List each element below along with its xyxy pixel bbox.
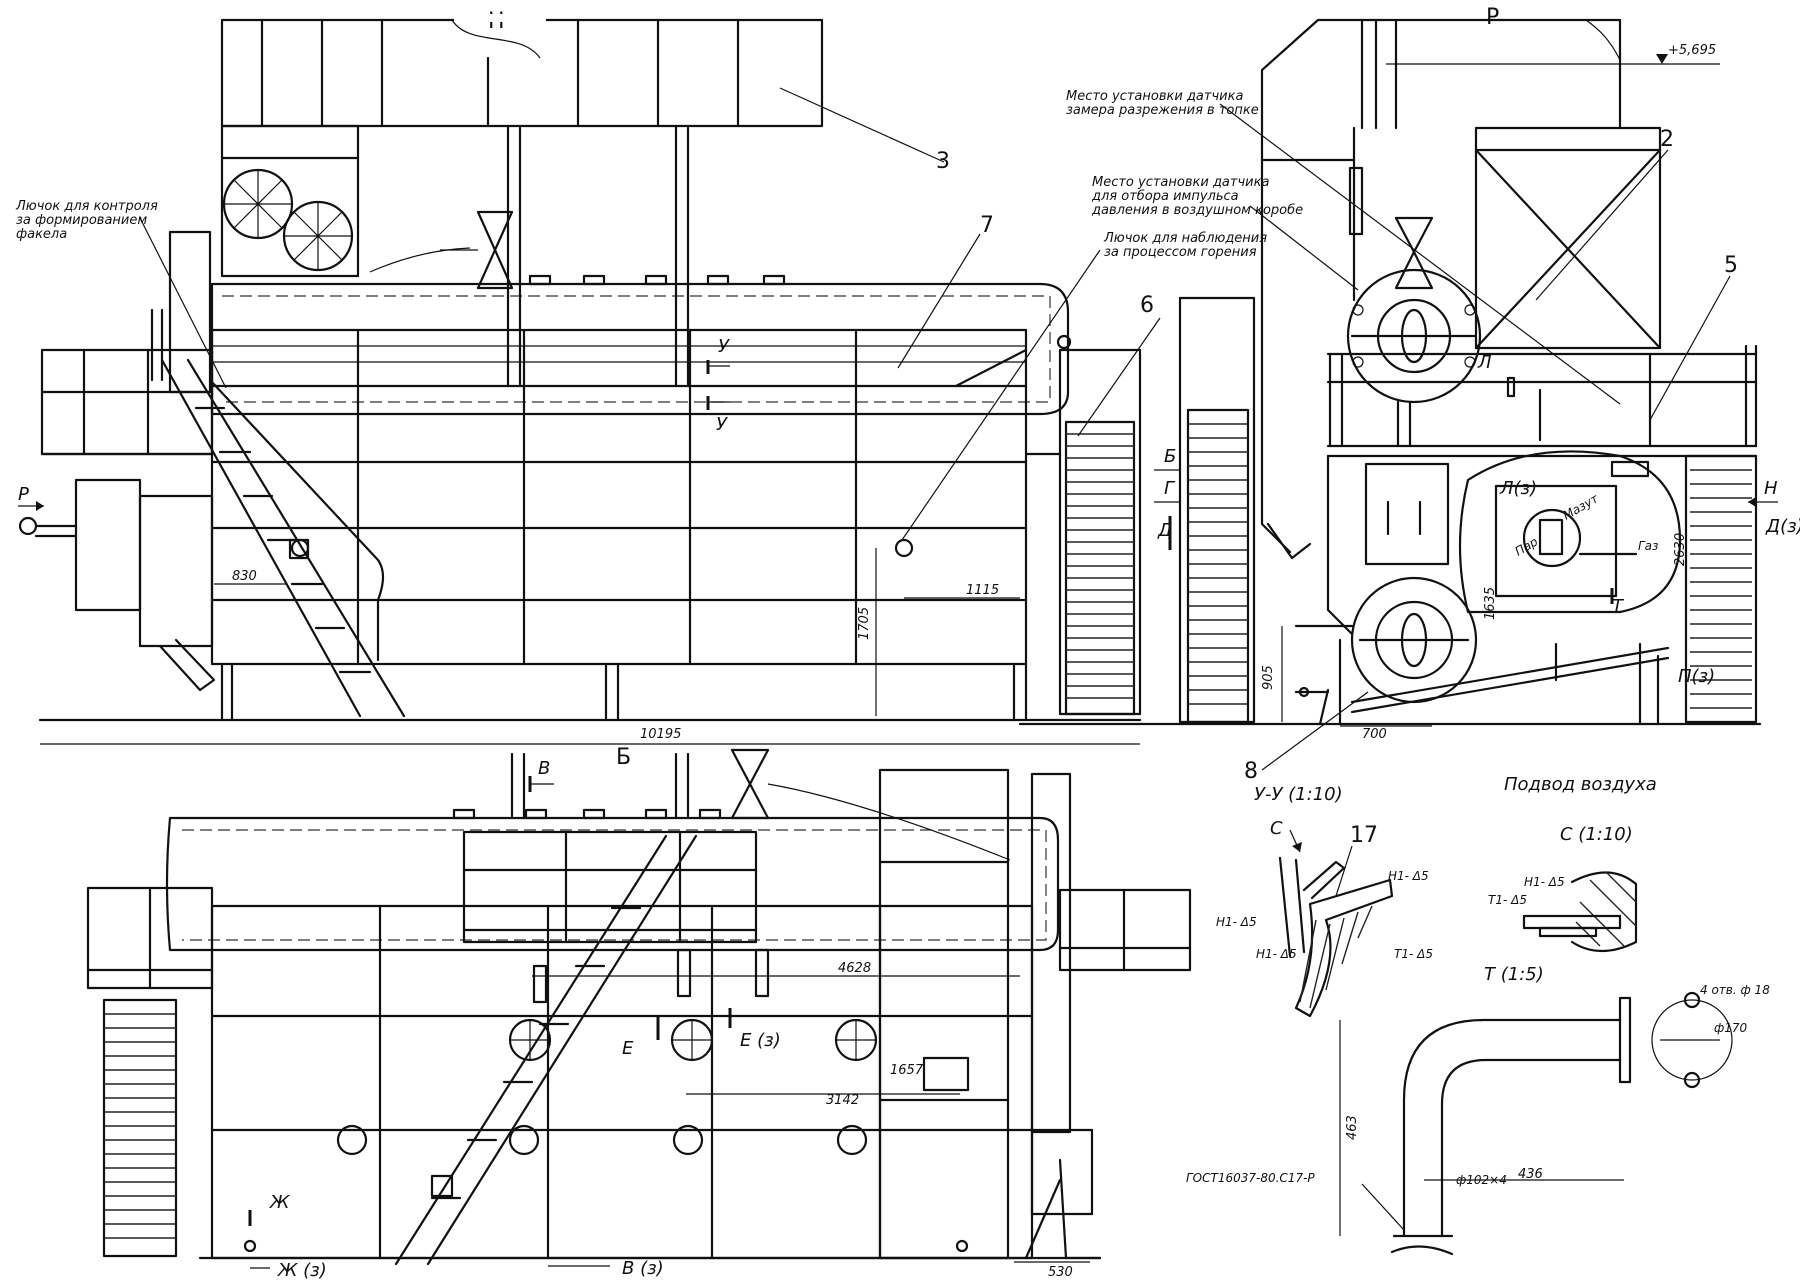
- note-sensor-pulse-line3: давления в воздушном коробе: [1091, 203, 1303, 218]
- callout-6: 6: [1140, 293, 1154, 318]
- callout-8: 8: [1244, 759, 1258, 784]
- dim-830: 830: [232, 569, 257, 584]
- label-gas: Газ: [1638, 539, 1658, 553]
- dim-463: 463: [1345, 1115, 1360, 1140]
- section-b: Б: [1164, 446, 1176, 467]
- section-t: Т: [1612, 596, 1625, 617]
- upper-drum: [210, 274, 1070, 416]
- lower-left-platform: [86, 886, 214, 1258]
- note-observe-line1: Лючок для наблюдения: [1103, 231, 1267, 246]
- view-label-b: Б: [616, 745, 631, 770]
- section-r-left: Р: [18, 484, 29, 505]
- view-n-side-elevation: Н: [15, 9, 1267, 745]
- view-r-front: Р +5,695 Место установки датчика замера …: [1018, 5, 1800, 784]
- lower-deck-ladder: [394, 830, 1192, 1266]
- dim-10195: 10195: [640, 727, 681, 742]
- section-v3: В (з): [622, 1258, 664, 1279]
- dim-530: 530: [1048, 1265, 1073, 1280]
- section-e: Е: [622, 1038, 634, 1059]
- section-u-bottom: У: [716, 414, 728, 435]
- note-observe-line2: за процессом горения: [1104, 245, 1257, 260]
- weld-h1-a: Н1- Δ5: [1388, 869, 1429, 883]
- section-d: Д: [1157, 520, 1172, 541]
- note-sensor-pulse-line1: Место установки датчика: [1092, 175, 1269, 190]
- weld-h1-c: Н1- Δ5: [1256, 947, 1297, 961]
- label-par: Пар: [1513, 534, 1541, 558]
- dim-700: 700: [1362, 727, 1387, 742]
- dim-1635: 1635: [1483, 587, 1498, 620]
- lower-view-drum: [165, 748, 1060, 952]
- exhaust-duct: [220, 14, 824, 128]
- note-sensor-pulse-line2: для отбора импульса: [1091, 189, 1239, 204]
- left-platform: [40, 308, 406, 718]
- chimney: [1260, 18, 1662, 554]
- right-platform: [954, 348, 1142, 716]
- note-control-line2: за формированием: [16, 213, 147, 228]
- callout-5: 5: [1724, 253, 1738, 278]
- section-d3: Д(з): [1765, 516, 1800, 537]
- detail-c-title: С (1:10): [1560, 824, 1633, 845]
- holes-label: 4 отв. ф 18: [1700, 983, 1770, 997]
- dim-2630: 2630: [1673, 533, 1688, 566]
- callout-17: 17: [1350, 823, 1378, 848]
- weld-h1-b: Н1- Δ5: [1216, 915, 1257, 929]
- phi170-label: ф170: [1714, 1021, 1748, 1035]
- fan-housing: [1346, 268, 1482, 448]
- note-sensor-furnace-line1: Место установки датчика: [1066, 89, 1243, 104]
- weld-t1-b: Т1- Δ5: [1488, 893, 1527, 907]
- detail-uu: У-У (1:10) С 17 Н1- Δ5 Н1- Δ5 Н1- Δ5 Т1-…: [1216, 784, 1433, 1018]
- note-control-line1: Лючок для контроля: [15, 199, 158, 214]
- callout-2: 2: [1660, 127, 1674, 152]
- air-box: [220, 124, 360, 278]
- callout-7: 7: [980, 213, 994, 238]
- furnace-body: [18, 124, 1142, 722]
- section-u-top: У: [718, 336, 730, 357]
- elevation-mark: +5,695: [1668, 43, 1716, 58]
- section-n: Н: [1764, 478, 1778, 499]
- dim-436: 436: [1518, 1167, 1543, 1182]
- detail-t-title: Т (1:5): [1484, 964, 1544, 985]
- dim-1657: 1657: [890, 1063, 924, 1078]
- weld-t1-a: Т1- Δ5: [1394, 947, 1433, 961]
- lower-view-body: [198, 768, 1102, 1260]
- view-b-rear: Б: [86, 745, 1192, 1281]
- section-l: Л: [1477, 352, 1492, 373]
- weld-h1-d: Н1- Δ5: [1524, 875, 1565, 889]
- note-control-line3: факела: [16, 227, 67, 242]
- label-mazut: Мазут: [1561, 491, 1602, 523]
- section-e3: Е (з): [740, 1030, 781, 1051]
- air-supply-label: Подвод воздуха: [1504, 774, 1657, 795]
- dim-1115: 1115: [966, 583, 999, 598]
- detail-t: Т (1:5) 4 отв. ф 18 ф170 ф102×4 ГОСТ1603…: [1186, 964, 1770, 1256]
- dim-1705: 1705: [857, 607, 872, 640]
- detail-c: С (1:10) Н1- Δ5 Т1- Δ5: [1488, 824, 1638, 952]
- section-l3: Л(з): [1499, 478, 1537, 499]
- dim-3142: 3142: [826, 1093, 859, 1108]
- section-p3: П(з): [1678, 666, 1715, 687]
- note-sensor-furnace-line2: замера разрежения в топке: [1066, 103, 1259, 118]
- section-v: В: [538, 758, 550, 779]
- platform-railings: [1326, 344, 1758, 458]
- gost-label: ГОСТ16037-80.С17-Р: [1186, 1171, 1315, 1185]
- dim-4628: 4628: [838, 961, 871, 976]
- section-g: Г: [1164, 478, 1176, 499]
- side-stairs: [1178, 296, 1758, 724]
- detail-uu-title: У-У (1:10): [1254, 784, 1343, 805]
- view-label-p: Р: [1486, 5, 1499, 30]
- dim-905: 905: [1261, 665, 1276, 690]
- valve-symbol: [369, 210, 514, 290]
- boiler-front: [1018, 450, 1762, 726]
- section-c: С: [1270, 818, 1283, 839]
- section-zh: Ж: [269, 1192, 290, 1213]
- section-zh3: Ж (з): [277, 1260, 327, 1281]
